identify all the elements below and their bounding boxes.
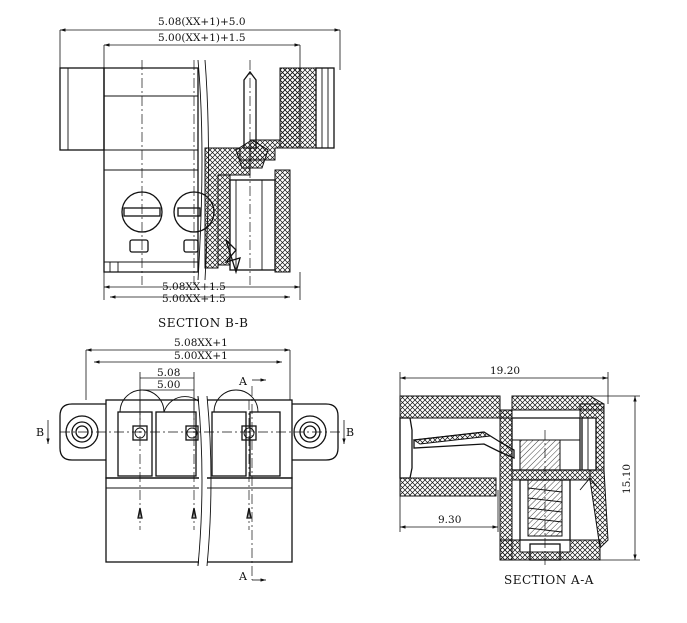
plan-dim-top-2: 5.00XX+1 [174, 350, 228, 362]
bb-dim-bottom-1: 5.08XX+1.5 [162, 281, 226, 293]
plan-pitch-1: 5.08 [157, 367, 180, 379]
plan-view [46, 348, 346, 582]
aa-dim-width: 19.20 [490, 365, 520, 377]
label-b-left: B [36, 426, 44, 439]
bb-dim-bottom-2: 5.00XX+1.5 [162, 293, 226, 305]
section-bb-view [59, 28, 341, 300]
aa-dim-height: 15.10 [621, 464, 633, 494]
bb-section-title: SECTION B-B [158, 316, 248, 330]
bb-dim-top-2: 5.00(XX+1)+1.5 [158, 32, 246, 44]
plan-pitch-2: 5.00 [157, 379, 180, 391]
label-a-top: A [238, 375, 248, 388]
label-a-bottom: A [238, 570, 248, 583]
bb-dim-top-1: 5.08(XX+1)+5.0 [158, 16, 246, 28]
aa-dim-pin: 9.30 [438, 514, 461, 526]
label-b-right: B [346, 426, 354, 439]
section-aa-view [399, 372, 640, 565]
plan-dim-top-1: 5.08XX+1 [174, 337, 228, 349]
aa-section-title: SECTION A-A [504, 573, 594, 587]
